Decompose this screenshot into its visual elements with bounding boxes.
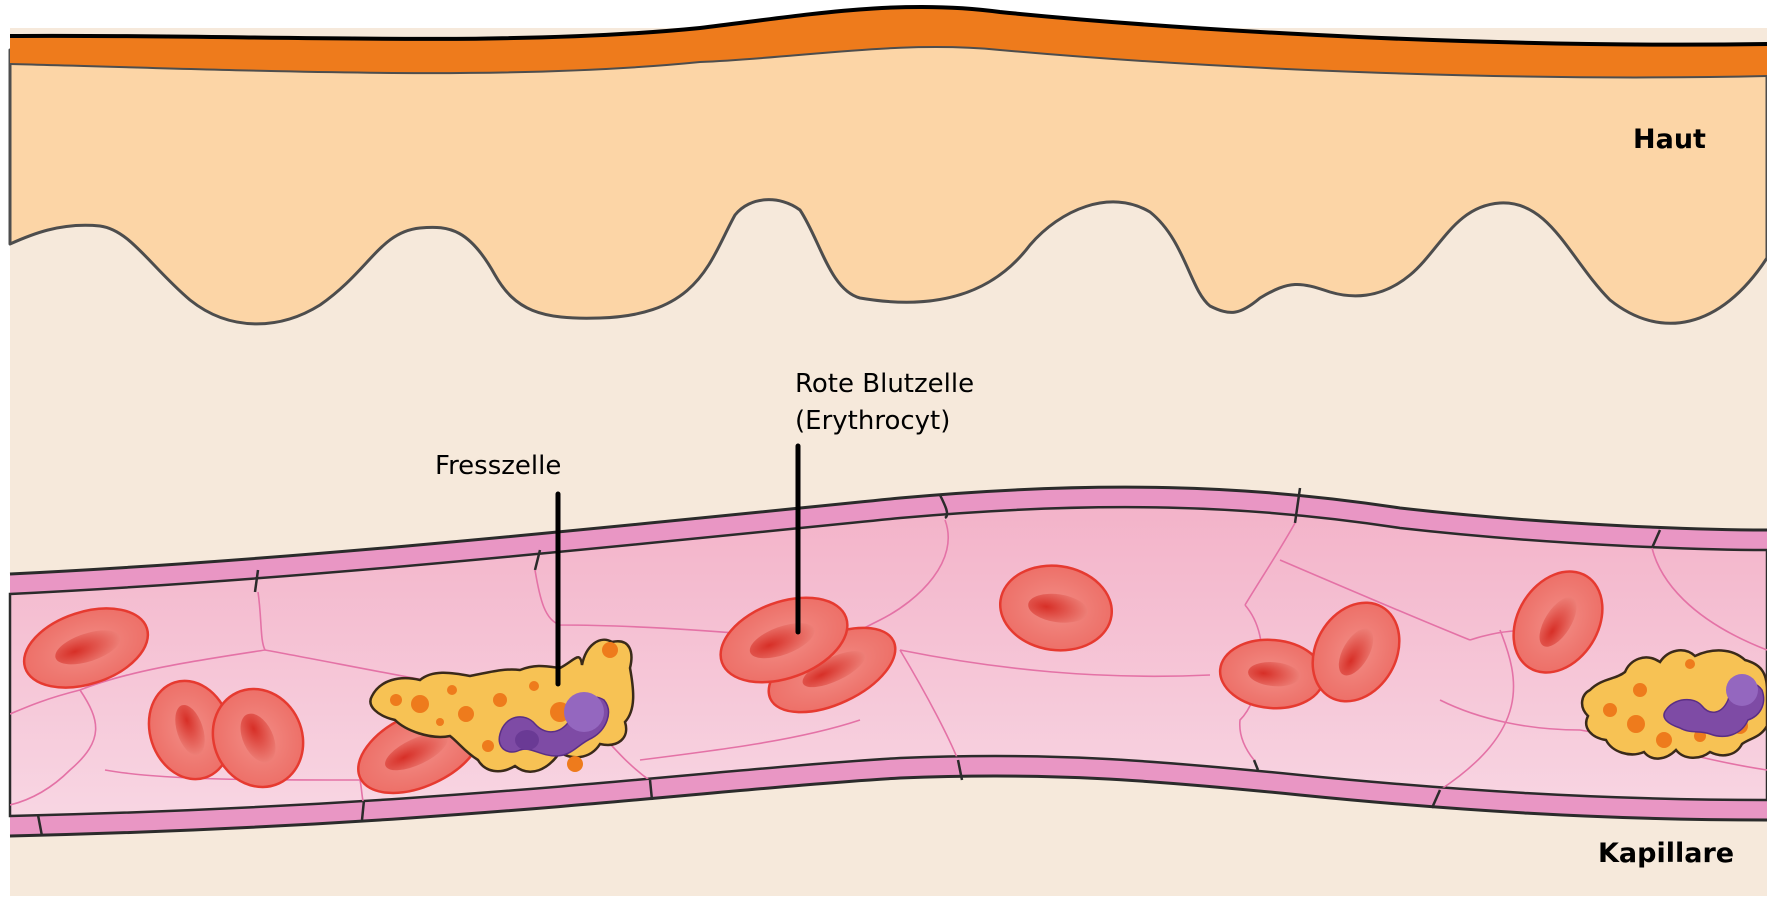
label-capillary: Kapillare bbox=[1598, 838, 1734, 869]
label-phagocyte: Fresszelle bbox=[435, 448, 561, 485]
label-red-blood-cell-line1: Rote Blutzelle bbox=[795, 366, 974, 403]
bottom-white-margin bbox=[0, 896, 1767, 908]
label-skin: Haut bbox=[1633, 124, 1706, 155]
label-red-blood-cell-line2: (Erythrocyt) bbox=[795, 403, 950, 440]
